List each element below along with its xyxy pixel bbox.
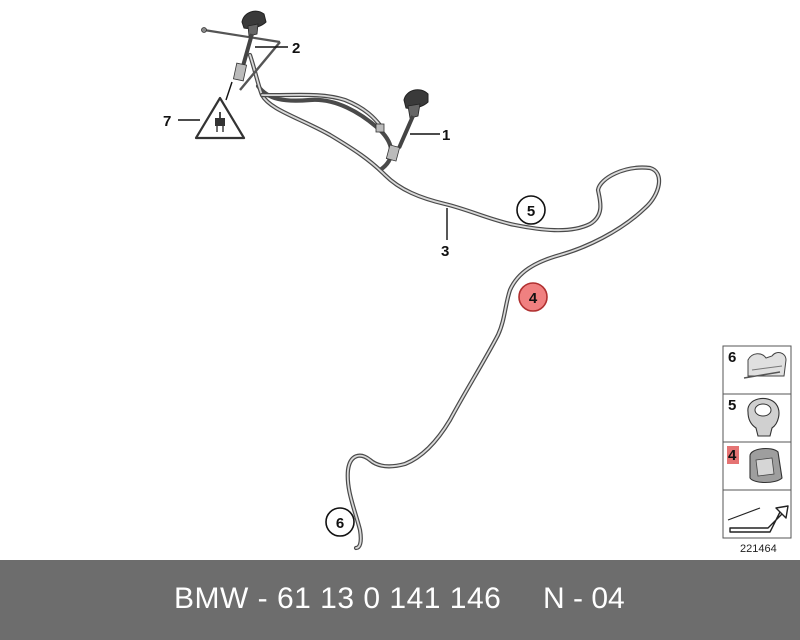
label-6: 6 [336, 515, 344, 532]
hose-holder-icon [747, 397, 780, 437]
washer-nozzle-part-1 [385, 89, 429, 162]
parts-diagram: 2 1 3 7 5 4 6 6 5 4 [163, 10, 792, 555]
hose-line-part-3 [247, 52, 662, 551]
arrow-icon [727, 505, 789, 533]
callout-4-bg [518, 282, 548, 312]
label-1: 1 [442, 127, 450, 144]
legend-label-6: 6 [728, 349, 736, 366]
hose-grommet-icon [749, 447, 783, 484]
label-7: 7 [163, 113, 171, 130]
label-3: 3 [441, 243, 449, 260]
legend-label-5: 5 [728, 397, 736, 414]
label-5: 5 [527, 203, 535, 220]
leader-lines [178, 46, 448, 240]
footer-bar: BMW - 61 13 0 141 146 N - 04 [0, 560, 800, 640]
part-number: BMW - 61 13 0 141 146 [174, 582, 502, 615]
reference-number: 221464 [740, 543, 777, 555]
washer-nozzle-part-2 [232, 10, 267, 82]
warning-triangle-icon [194, 96, 246, 140]
callout-5: 5 [516, 195, 546, 225]
legend-panel: 6 5 4 [722, 345, 792, 539]
label-4: 4 [529, 290, 538, 307]
legend-label-4: 4 [728, 447, 737, 464]
legend-label-4-highlight [727, 446, 739, 464]
label-2: 2 [292, 40, 300, 57]
connector-rod [201, 27, 281, 91]
callout-4-highlighted: 4 [518, 282, 548, 312]
hose-clip-icon [743, 352, 787, 379]
callout-6: 6 [325, 507, 355, 537]
hose-end-connector [375, 123, 385, 133]
revision-code: N - 04 [543, 582, 625, 615]
